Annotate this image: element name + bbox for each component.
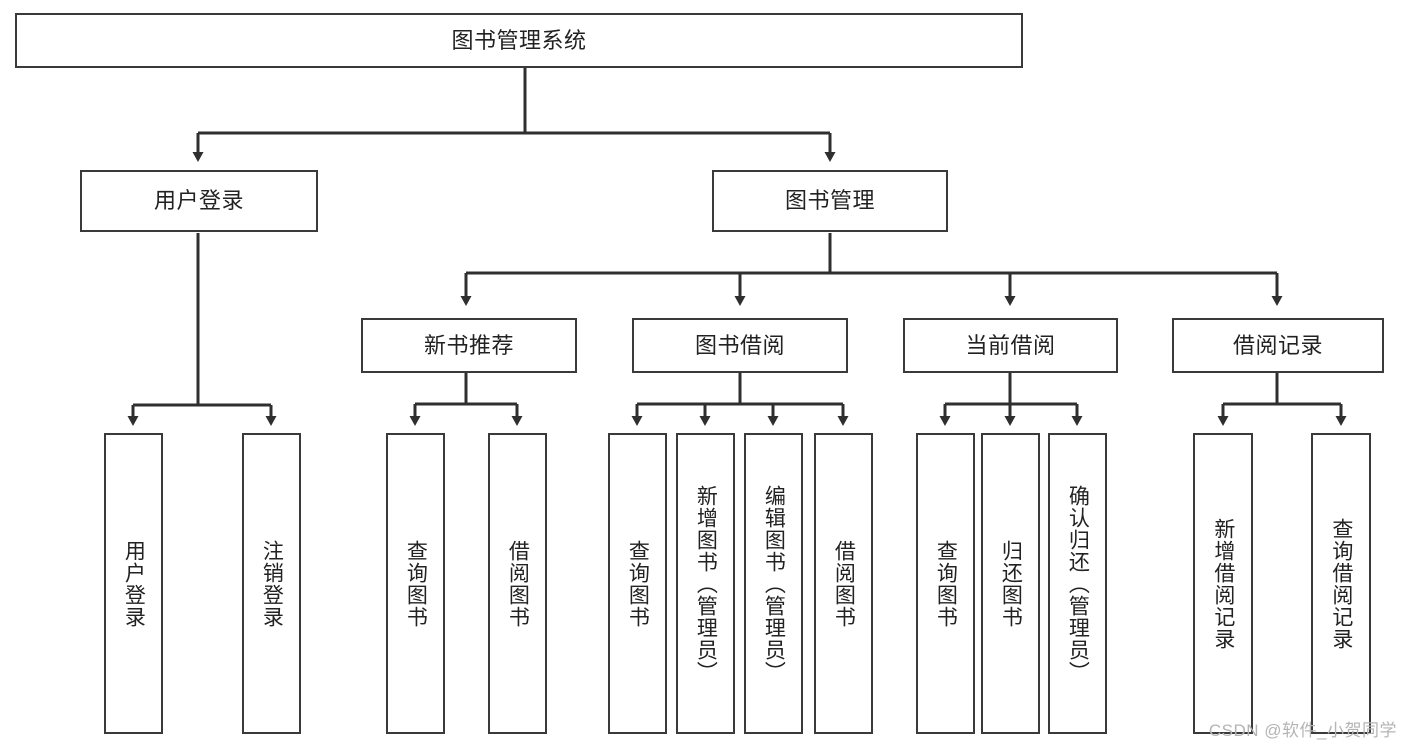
leaf-label: 查询图书 — [934, 539, 958, 628]
node-label: 新书推荐 — [423, 332, 514, 358]
node-label: 图书管理 — [784, 188, 875, 214]
leaf-label: 查询借阅记录 — [1329, 517, 1353, 650]
node-new-book-recommend[interactable]: 新书推荐 — [361, 318, 577, 373]
leaf-query-book-borrow[interactable]: 查询图书 — [608, 433, 667, 734]
leaf-label: 新增借阅记录 — [1211, 517, 1235, 650]
node-book-borrow[interactable]: 图书借阅 — [632, 318, 848, 373]
leaf-query-book-current[interactable]: 查询图书 — [916, 433, 975, 734]
node-current-borrow[interactable]: 当前借阅 — [903, 318, 1118, 373]
leaf-label: 借阅图书 — [506, 539, 530, 628]
csdn-watermark: CSDN @软件_小贺同学 — [1208, 721, 1397, 740]
leaf-label: 查询图书 — [626, 539, 650, 628]
node-label: 图书管理系统 — [451, 27, 587, 53]
leaf-add-book[interactable]: 新增图书（管理员） — [676, 433, 735, 734]
leaf-edit-book[interactable]: 编辑图书（管理员） — [744, 433, 803, 734]
leaf-label: 注销登录 — [260, 539, 284, 628]
node-root-system[interactable]: 图书管理系统 — [15, 13, 1023, 68]
leaf-query-book-recommend[interactable]: 查询图书 — [386, 433, 445, 734]
leaf-user-login[interactable]: 用户登录 — [104, 433, 163, 734]
leaf-borrow-book-recommend[interactable]: 借阅图书 — [488, 433, 547, 734]
node-label: 当前借阅 — [965, 332, 1056, 358]
node-book-management[interactable]: 图书管理 — [712, 170, 948, 232]
leaf-label: 归还图书 — [999, 539, 1023, 628]
leaf-add-borrow-record[interactable]: 新增借阅记录 — [1193, 433, 1253, 734]
node-label: 图书借阅 — [694, 332, 785, 358]
leaf-label: 用户登录 — [122, 539, 146, 628]
leaf-label: 确认归还（管理员） — [1066, 484, 1090, 683]
leaf-query-borrow-record[interactable]: 查询借阅记录 — [1311, 433, 1371, 734]
leaf-confirm-return[interactable]: 确认归还（管理员） — [1048, 433, 1107, 734]
leaf-logout-login[interactable]: 注销登录 — [242, 433, 301, 734]
leaf-label: 编辑图书（管理员） — [762, 484, 786, 683]
node-label: 用户登录 — [153, 188, 244, 214]
leaf-borrow-book[interactable]: 借阅图书 — [814, 433, 873, 734]
leaf-label: 借阅图书 — [832, 539, 856, 628]
node-label: 借阅记录 — [1232, 332, 1323, 358]
node-user-login[interactable]: 用户登录 — [80, 170, 318, 232]
leaf-label: 查询图书 — [404, 539, 428, 628]
leaf-label: 新增图书（管理员） — [694, 484, 718, 683]
node-borrow-record[interactable]: 借阅记录 — [1172, 318, 1384, 373]
leaf-return-book[interactable]: 归还图书 — [981, 433, 1040, 734]
